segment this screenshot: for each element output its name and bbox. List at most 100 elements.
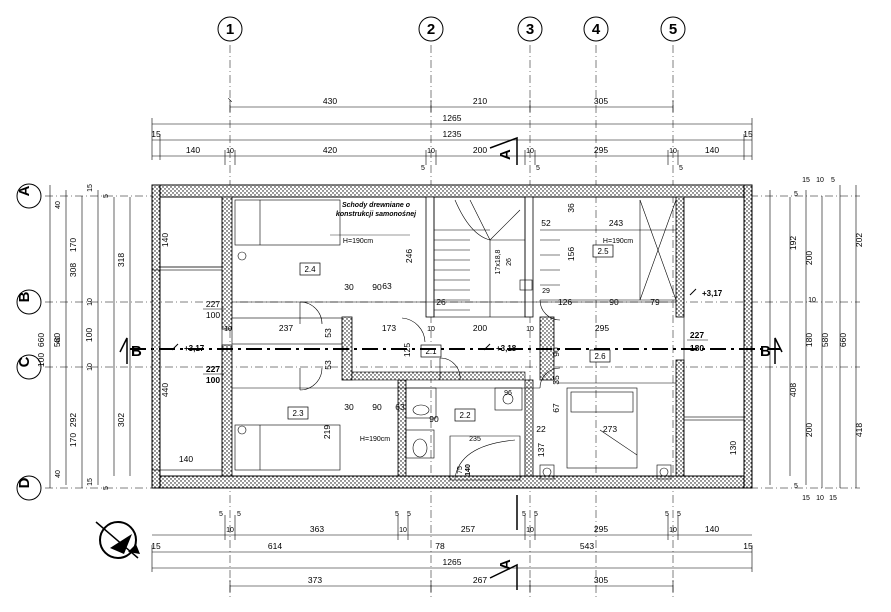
svg-text:15: 15 <box>829 495 837 502</box>
svg-text:227: 227 <box>206 299 220 309</box>
annotations: Schody drewniane o konstrukcji samonośne… <box>203 202 708 476</box>
dim-430: 430 <box>323 96 337 106</box>
svg-text:A: A <box>16 185 33 196</box>
svg-text:200: 200 <box>473 323 487 333</box>
svg-text:660: 660 <box>36 333 46 347</box>
svg-text:17x18,8: 17x18,8 <box>495 249 502 274</box>
axis-bubble-D: D <box>16 475 42 501</box>
svg-text:C: C <box>16 356 33 367</box>
svg-text:219: 219 <box>322 425 332 439</box>
svg-text:2.5: 2.5 <box>597 247 609 256</box>
svg-text:440: 440 <box>160 383 170 397</box>
svg-text:237: 237 <box>279 323 293 333</box>
svg-text:180: 180 <box>804 333 814 347</box>
svg-text:418: 418 <box>854 423 864 437</box>
svg-text:202: 202 <box>854 233 864 247</box>
svg-text:75: 75 <box>457 466 464 474</box>
svg-text:10: 10 <box>816 495 824 502</box>
svg-text:305: 305 <box>594 575 608 585</box>
height-note-2-4: H=190cm <box>343 238 373 245</box>
section-label-b-right: B <box>760 343 771 360</box>
svg-text:10: 10 <box>427 326 435 333</box>
svg-text:295: 295 <box>594 145 608 155</box>
stairs-note-line-1: Schody drewniane o <box>342 202 411 209</box>
room-2-2: 2.2 <box>454 408 476 422</box>
svg-text:170: 170 <box>68 433 78 447</box>
bottom-dim-labels: 5 5 5 5 5 5 5 5 363 257 295 140 10 10 10… <box>151 511 753 585</box>
svg-text:15: 15 <box>802 177 810 184</box>
svg-text:15: 15 <box>802 495 810 502</box>
svg-text:10: 10 <box>526 148 534 155</box>
svg-text:200: 200 <box>804 251 814 265</box>
svg-text:5: 5 <box>219 511 223 518</box>
svg-text:22: 22 <box>536 424 546 434</box>
svg-text:15: 15 <box>151 129 161 139</box>
svg-text:5: 5 <box>407 511 411 518</box>
svg-text:90: 90 <box>609 297 619 307</box>
interior-dims: 140 140 237 173 246 63 90 30 53 219 30 9… <box>160 203 660 464</box>
svg-text:5: 5 <box>534 511 538 518</box>
axis-bubbles: 1 2 3 4 5 A B C D <box>16 16 686 501</box>
room-2-5: 2.5 <box>592 244 614 258</box>
svg-text:63: 63 <box>395 402 405 412</box>
svg-text:10: 10 <box>226 148 234 155</box>
svg-text:5: 5 <box>669 21 677 38</box>
svg-text:53: 53 <box>323 328 333 338</box>
axis-bubble-3: 3 <box>517 16 543 42</box>
knee-walls <box>151 196 745 477</box>
svg-text:580: 580 <box>820 333 830 347</box>
svg-text:140: 140 <box>179 454 193 464</box>
svg-text:30: 30 <box>344 402 354 412</box>
svg-text:5: 5 <box>794 483 798 490</box>
section-line-b: B B <box>119 337 783 364</box>
svg-text:B: B <box>16 291 33 302</box>
svg-text:173: 173 <box>382 323 396 333</box>
svg-text:90: 90 <box>372 402 382 412</box>
top-dimensions <box>151 100 753 165</box>
height-note-2-3: H=190cm <box>360 436 390 443</box>
svg-text:100: 100 <box>84 328 94 342</box>
section-mark-a-top: A <box>489 136 518 165</box>
svg-text:660: 660 <box>838 333 848 347</box>
svg-text:2.2: 2.2 <box>459 411 471 420</box>
svg-text:63: 63 <box>382 281 392 291</box>
svg-text:373: 373 <box>308 575 322 585</box>
svg-text:170: 170 <box>68 238 78 252</box>
svg-text:78: 78 <box>435 541 445 551</box>
svg-text:2.1: 2.1 <box>425 347 437 356</box>
dim-210: 210 <box>473 96 487 106</box>
svg-text:227: 227 <box>690 330 704 340</box>
svg-text:543: 543 <box>580 541 594 551</box>
svg-text:126: 126 <box>558 297 572 307</box>
svg-text:29: 29 <box>542 288 550 295</box>
svg-text:A: A <box>497 559 514 570</box>
svg-text:26: 26 <box>506 258 513 266</box>
svg-text:10: 10 <box>669 527 677 534</box>
svg-text:295: 295 <box>595 323 609 333</box>
svg-text:4: 4 <box>592 21 601 38</box>
axis-bubble-1: 1 <box>217 16 243 42</box>
svg-text:1235: 1235 <box>443 129 462 139</box>
svg-text:2: 2 <box>427 21 435 38</box>
svg-text:192: 192 <box>788 236 798 250</box>
svg-text:614: 614 <box>268 541 282 551</box>
room-2-6: 2.6 <box>589 349 611 363</box>
bed-room-2-4 <box>234 199 341 261</box>
svg-text:243: 243 <box>609 218 623 228</box>
axis-bubble-C: C <box>16 354 42 380</box>
svg-text:5: 5 <box>831 177 835 184</box>
bathroom-fixtures <box>405 387 523 481</box>
svg-text:10: 10 <box>808 297 816 304</box>
svg-text:408: 408 <box>788 383 798 397</box>
bed-room-2-6 <box>539 387 672 480</box>
svg-text:10: 10 <box>526 527 534 534</box>
svg-text:140: 140 <box>465 464 472 476</box>
svg-text:1: 1 <box>226 21 234 38</box>
svg-text:35: 35 <box>551 375 561 385</box>
section-mark-a-bottom: A <box>489 495 518 590</box>
beds <box>234 199 672 480</box>
svg-text:100: 100 <box>206 310 220 320</box>
svg-text:5: 5 <box>536 165 540 172</box>
svg-text:5: 5 <box>421 165 425 172</box>
svg-text:267: 267 <box>473 575 487 585</box>
